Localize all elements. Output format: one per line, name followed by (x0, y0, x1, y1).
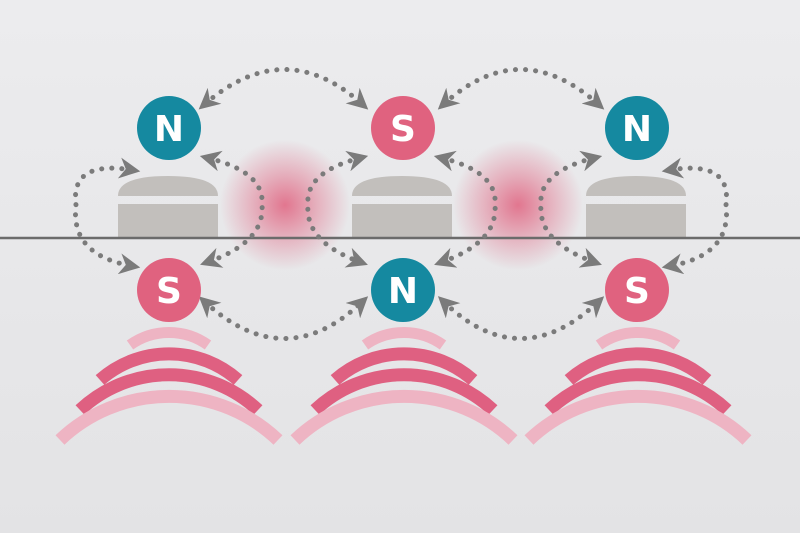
attraction-glow-right (453, 140, 583, 270)
attraction-glow-left (220, 140, 350, 270)
pole-bottom-left: S (137, 258, 201, 322)
block-right (586, 176, 686, 238)
pole-top-right: N (605, 96, 669, 160)
field-arrow-inner-2 (305, 150, 369, 268)
pole-bottom-right: S (605, 258, 669, 322)
pole-bottom-left-circle (137, 258, 201, 322)
pole-bottom-left-label: S (156, 271, 182, 312)
pole-top-left: N (137, 96, 201, 160)
block-middle (352, 176, 452, 238)
pole-top-middle: S (371, 96, 435, 160)
pole-layer: N S N S N S (137, 96, 669, 322)
field-arrow-inner-1 (199, 150, 265, 268)
block-layer (118, 176, 686, 238)
field-arrow-side-left (72, 157, 141, 275)
field-arrow-bottom-left (198, 296, 369, 341)
pole-bottom-middle-label: N (388, 271, 418, 312)
field-arrow-top-right (437, 67, 605, 110)
pole-bottom-middle: N (371, 258, 435, 322)
field-arrow-top-left (198, 67, 369, 110)
pole-top-right-label: N (622, 109, 652, 150)
field-arrow-bottom-right (437, 296, 605, 341)
block-left (118, 176, 218, 238)
field-arrow-inner-4 (538, 150, 603, 268)
wave-layer (55, 327, 752, 445)
pole-top-left-circle (137, 96, 201, 160)
pole-top-right-circle (605, 96, 669, 160)
waves-middle (290, 327, 518, 445)
field-arrow-side-right (661, 157, 730, 275)
waves-left (55, 327, 283, 445)
pole-top-middle-label: S (390, 109, 416, 150)
waves-right (524, 327, 752, 445)
pole-bottom-right-label: S (624, 271, 650, 312)
pole-bottom-right-circle (605, 258, 669, 322)
pole-bottom-middle-circle (371, 258, 435, 322)
field-arrow-inner-3 (433, 150, 498, 268)
field-lines (72, 67, 730, 341)
pole-top-left-label: N (154, 109, 184, 150)
pole-top-middle-circle (371, 96, 435, 160)
